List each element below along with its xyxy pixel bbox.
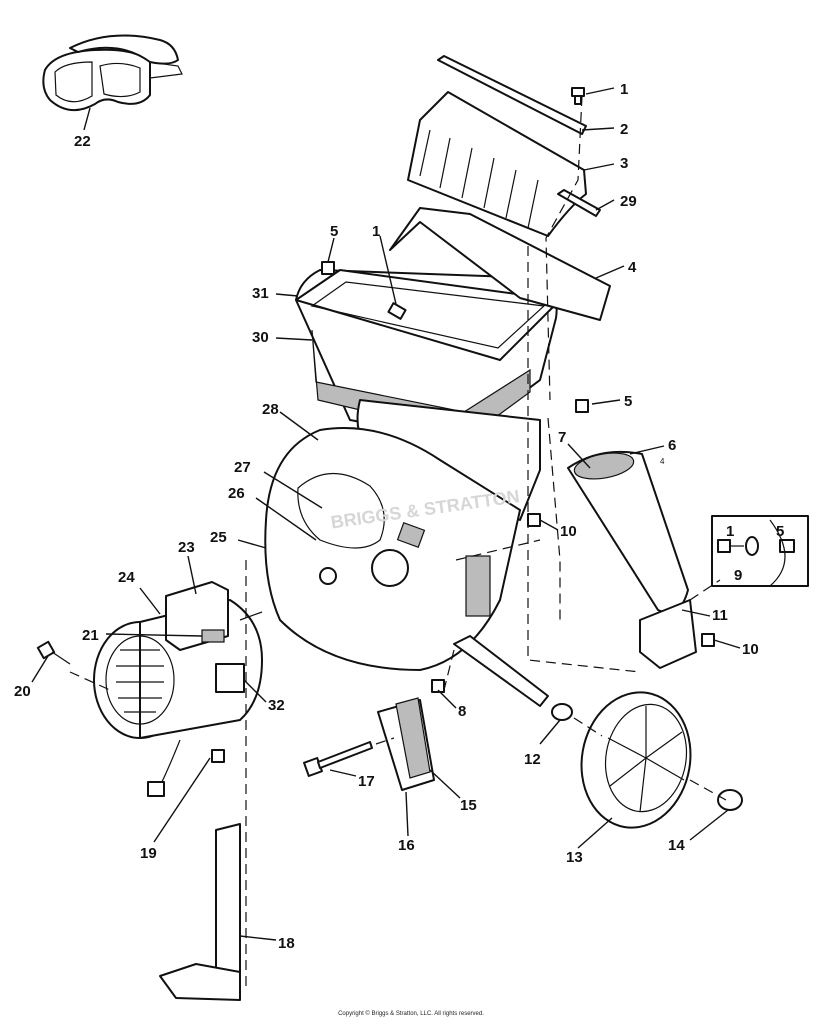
callout-6: 6 bbox=[668, 437, 676, 454]
callout-15: 15 bbox=[460, 797, 477, 814]
safety-goggles bbox=[42, 34, 183, 111]
callout-19: 19 bbox=[140, 845, 157, 862]
nut-5-hopper bbox=[321, 261, 335, 275]
plate-15 bbox=[395, 697, 431, 779]
callout-28: 28 bbox=[262, 401, 279, 418]
nut-8 bbox=[431, 679, 445, 693]
callout-23: 23 bbox=[178, 539, 195, 556]
callout-24: 24 bbox=[118, 569, 135, 586]
callout-18: 18 bbox=[278, 935, 295, 952]
callout-12: 12 bbox=[524, 751, 541, 768]
callout-4: 4 bbox=[628, 259, 637, 276]
bolt-17 bbox=[303, 741, 373, 777]
callout-13: 13 bbox=[566, 849, 583, 866]
washer-12 bbox=[551, 703, 573, 721]
nut-10-b bbox=[701, 633, 715, 647]
screw-1-hopper bbox=[387, 302, 407, 320]
callout-10-bottom: 10 bbox=[742, 641, 759, 658]
deflector-bar-2 bbox=[437, 55, 587, 135]
callout-5-inset: 5 bbox=[776, 523, 784, 540]
callout-25: 25 bbox=[210, 529, 227, 546]
assembly-lines bbox=[69, 95, 727, 990]
callout-9: 9 bbox=[734, 567, 742, 584]
callout-5-hopper: 5 bbox=[330, 223, 338, 240]
callout-27: 27 bbox=[234, 459, 251, 476]
callout-31: 31 bbox=[252, 285, 269, 302]
axle-bracket bbox=[453, 635, 549, 707]
copyright-notice: Copyright © Briggs & Stratton, LLC. All … bbox=[338, 1011, 484, 1017]
discharge-chute bbox=[567, 450, 697, 669]
callout-5-right: 5 bbox=[624, 393, 632, 410]
callout-26: 26 bbox=[228, 485, 245, 502]
callout-30: 30 bbox=[252, 329, 269, 346]
callout-32: 32 bbox=[268, 697, 285, 714]
callout-1-hopper: 1 bbox=[372, 223, 380, 240]
deflector-flap-3 bbox=[407, 91, 587, 237]
callout-29: 29 bbox=[620, 193, 637, 210]
wheel-13 bbox=[580, 691, 692, 829]
callout-2: 2 bbox=[620, 121, 628, 138]
hopper-assembly bbox=[295, 207, 611, 521]
stand-leg bbox=[159, 823, 241, 1001]
callout-1-top: 1 bbox=[620, 81, 628, 98]
callout-21: 21 bbox=[82, 627, 99, 644]
callout-16: 16 bbox=[398, 837, 415, 854]
nut-19 bbox=[211, 749, 225, 763]
callout-11: 11 bbox=[712, 607, 728, 624]
screw-1-top bbox=[571, 87, 585, 105]
callout-17: 17 bbox=[358, 773, 375, 790]
nut-5-right bbox=[575, 399, 589, 413]
hardware-inset bbox=[711, 515, 809, 587]
callout-20: 20 bbox=[14, 683, 31, 700]
callout-22: 22 bbox=[74, 133, 91, 150]
callout-7: 7 bbox=[558, 429, 566, 446]
callout-labels: 1 2 3 29 4 5 1 31 30 5 28 6 7 27 26 10 2… bbox=[14, 81, 784, 952]
callout-3: 3 bbox=[620, 155, 628, 172]
hubcap-14 bbox=[717, 789, 743, 811]
callout-14: 14 bbox=[668, 837, 685, 854]
callout-1-inset: 1 bbox=[726, 523, 734, 540]
leader-lines bbox=[31, 87, 741, 941]
nut-10-a bbox=[527, 513, 541, 527]
callout-10-chute: 10 bbox=[560, 523, 577, 540]
screw-20 bbox=[36, 640, 71, 665]
electric-motor bbox=[93, 581, 263, 797]
inset-small-label: 4 bbox=[660, 457, 665, 466]
callout-8: 8 bbox=[458, 703, 466, 720]
